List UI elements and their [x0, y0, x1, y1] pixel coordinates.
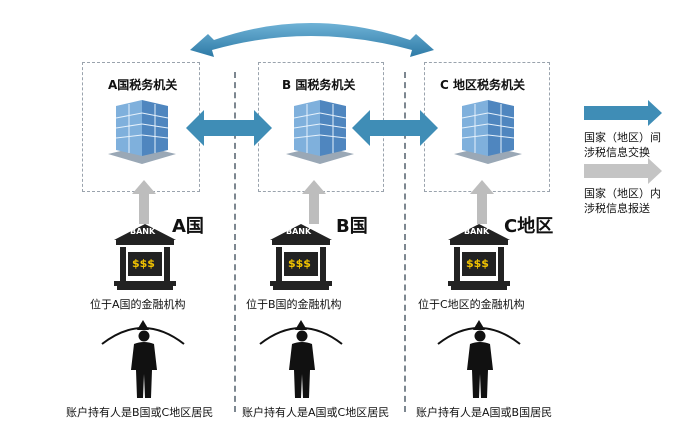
- bank-icon: BANK $$$: [114, 224, 176, 290]
- fi-label-a: 位于A国的金融机构: [90, 298, 186, 311]
- bracket-arrow-a: [101, 320, 185, 345]
- legend-exchange-text: 国家（地区）间 涉税信息交换: [584, 130, 661, 160]
- office-title-c: C 地区税务机关: [440, 78, 525, 92]
- bank-icon: BANK $$$: [448, 224, 510, 290]
- bank-sign: BANK: [130, 227, 156, 236]
- fi-label-b: 位于B国的金融机构: [246, 298, 342, 311]
- report-arrow-c: [470, 180, 494, 224]
- region-label-b: B国: [336, 216, 368, 237]
- legend-report-line1: 国家（地区）内: [584, 187, 661, 200]
- building-icon: [108, 100, 176, 164]
- exchange-arrow-ab: [186, 110, 272, 146]
- region-label-c: C地区: [504, 216, 554, 237]
- legend-exchange-line2: 涉税信息交换: [584, 146, 650, 159]
- legend-exchange-line1: 国家（地区）间: [584, 131, 661, 144]
- bank-icon: BANK $$$: [270, 224, 332, 290]
- bank-money: $$$: [466, 257, 489, 270]
- report-arrow-b: [302, 180, 326, 224]
- person-icon: [289, 330, 315, 398]
- legend-exchange-arrow: [584, 100, 662, 126]
- top-exchange-arrow: [190, 23, 434, 57]
- fi-label-c: 位于C地区的金融机构: [418, 298, 525, 311]
- legend-report-line2: 涉税信息报送: [584, 202, 650, 215]
- bracket-arrow-c: [437, 320, 521, 345]
- report-arrow-a: [132, 180, 156, 224]
- legend-report-text: 国家（地区）内 涉税信息报送: [584, 186, 661, 216]
- bank-money: $$$: [288, 257, 311, 270]
- office-title-a: A国税务机关: [108, 78, 178, 92]
- bank-sign: BANK: [286, 227, 312, 236]
- person-icon: [467, 330, 493, 398]
- divider-bc: [404, 72, 406, 412]
- office-title-b: B 国税务机关: [282, 78, 356, 92]
- divider-ab: [234, 72, 236, 412]
- person-icon: [131, 330, 157, 398]
- holder-label-b: 账户持有人是A国或C地区居民: [242, 406, 390, 419]
- bank-money: $$$: [132, 257, 155, 270]
- building-icon: [454, 100, 522, 164]
- building-icon: [286, 100, 354, 164]
- bank-sign: BANK: [464, 227, 490, 236]
- bracket-arrow-b: [259, 320, 343, 345]
- exchange-arrow-bc: [352, 110, 438, 146]
- legend-report-arrow: [584, 158, 662, 184]
- holder-label-c: 账户持有人是A国或B国居民: [416, 406, 553, 419]
- region-label-a: A国: [172, 216, 204, 237]
- holder-label-a: 账户持有人是B国或C地区居民: [66, 406, 214, 419]
